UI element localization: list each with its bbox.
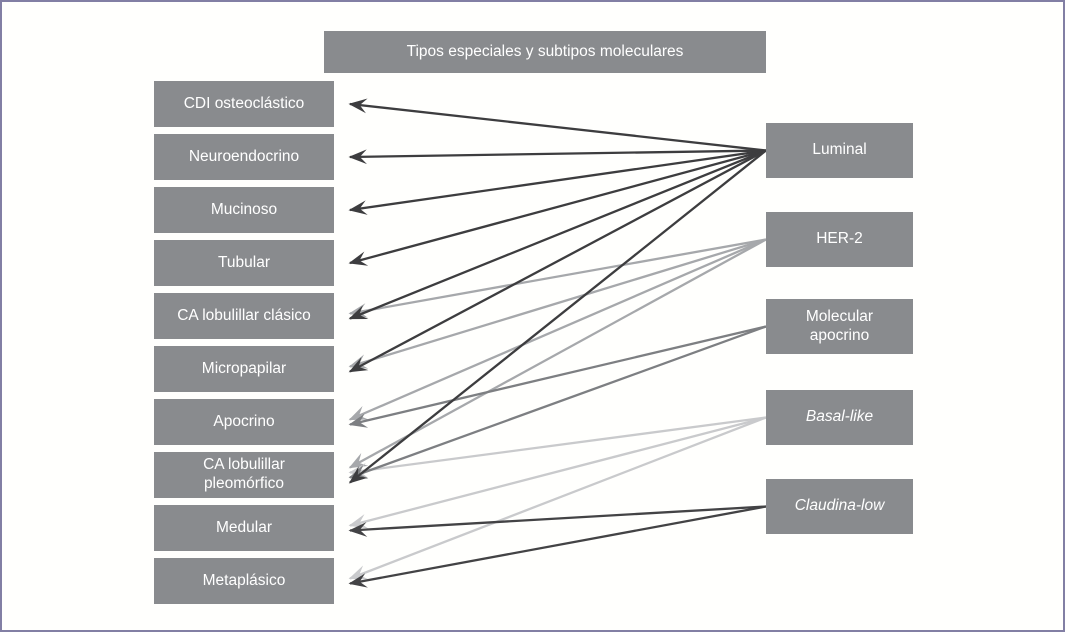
node-apocrino: Apocrino [154, 399, 334, 445]
arrow-her2-to-ca-lobulillar-clasico [348, 238, 767, 318]
arrow-luminal-to-cdi-osteoclastico [348, 98, 767, 152]
node-mucinoso: Mucinoso [154, 187, 334, 233]
node-ca-lobulillar-pleomorfico: CA lobulillar pleomórfico [154, 452, 334, 498]
node-neuroendocrino: Neuroendocrino [154, 134, 334, 180]
arrow-luminal-to-ca-lobulillar-pleomorfico [348, 149, 767, 484]
arrow-luminal-to-micropapilar [348, 149, 767, 373]
arrow-her2-to-micropapilar [348, 238, 767, 369]
arrow-luminal-to-neuroendocrino [348, 149, 767, 165]
node-tubular: Tubular [154, 240, 334, 286]
node-basal-like: Basal-like [766, 390, 913, 445]
arrow-basal-like-to-metaplasico [348, 416, 767, 580]
node-molecular-apocrino: Molecular apocrino [766, 299, 913, 354]
node-luminal: Luminal [766, 123, 913, 178]
arrow-molecular-apocrino-to-apocrino [348, 325, 767, 428]
arrow-claudina-low-to-medular [348, 505, 767, 537]
node-claudina-low: Claudina-low [766, 479, 913, 534]
node-her2: HER-2 [766, 212, 913, 267]
node-micropapilar: Micropapilar [154, 346, 334, 392]
arrow-luminal-to-tubular [348, 149, 767, 266]
arrow-basal-like-to-medular [348, 416, 767, 529]
arrow-luminal-to-ca-lobulillar-clasico [348, 149, 767, 320]
node-ca-lobulillar-clasico: CA lobulillar clásico [154, 293, 334, 339]
node-metaplasico: Metaplásico [154, 558, 334, 604]
node-medular: Medular [154, 505, 334, 551]
node-cdi-osteoclastico: CDI osteoclástico [154, 81, 334, 127]
arrow-basal-like-to-ca-lobulillar-pleomorfico [348, 416, 767, 478]
arrow-molecular-apocrino-to-ca-lobulillar-pleomorfico [348, 325, 767, 479]
arrow-her2-to-apocrino [348, 238, 767, 421]
arrow-luminal-to-mucinoso [348, 149, 767, 215]
arrow-claudina-low-to-metaplasico [348, 505, 767, 588]
arrow-her2-to-ca-lobulillar-pleomorfico [348, 238, 767, 469]
diagram-title: Tipos especiales y subtipos moleculares [324, 31, 766, 73]
